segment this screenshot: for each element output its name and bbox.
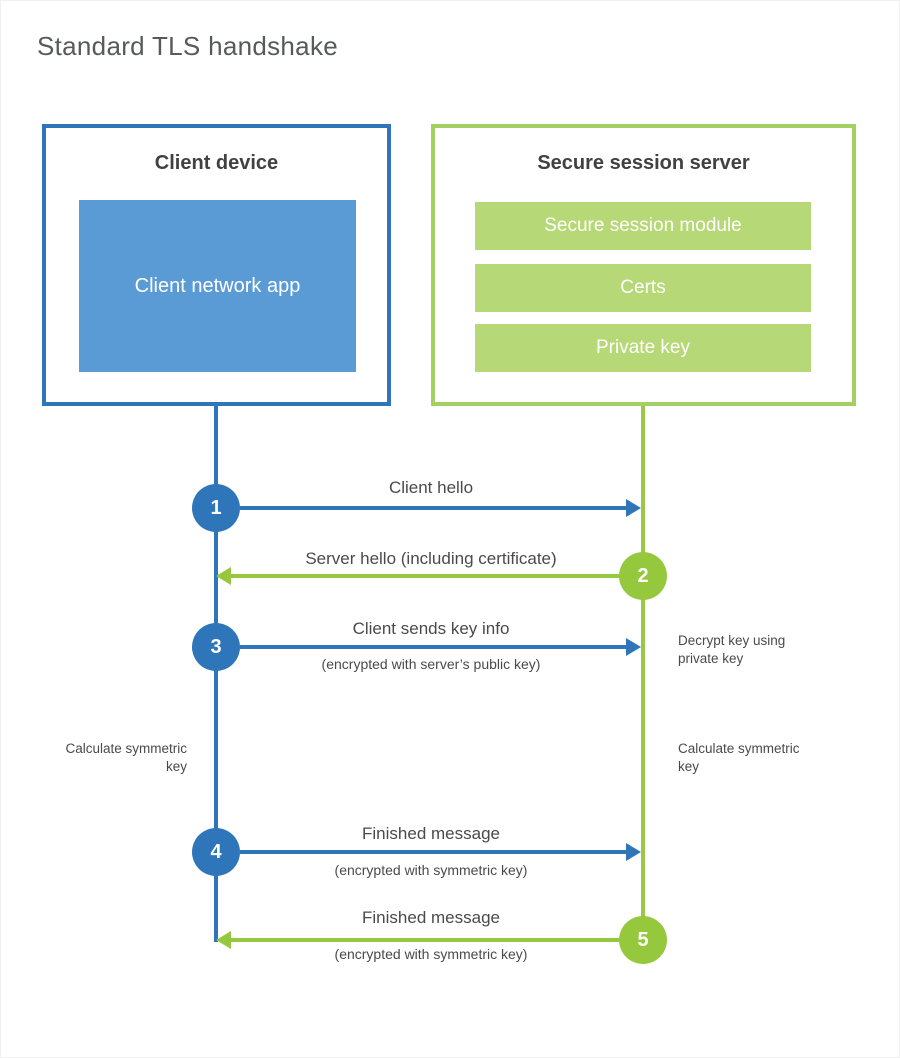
secure-session-server-box: Secure session server Secure session mod… xyxy=(431,124,856,406)
arrow-finished-server xyxy=(229,938,619,942)
step-circle-1: 1 xyxy=(192,484,240,532)
client-lifeline xyxy=(214,406,218,942)
client-network-app-box: Client network app xyxy=(79,200,356,372)
label-key-info: Client sends key info xyxy=(352,619,510,638)
label-finished-client: Finished message xyxy=(362,824,500,843)
page-title: Standard TLS handshake xyxy=(37,31,339,61)
server-lifeline xyxy=(641,406,645,940)
client-network-app-label: Client network app xyxy=(134,275,301,297)
client-device-heading: Client device xyxy=(154,152,279,174)
note-calc-symmetric-client: Calculate symmetric key xyxy=(65,741,187,774)
sublabel-key-info: (encrypted with server’s public key) xyxy=(321,656,541,672)
step-circle-5: 5 xyxy=(619,916,667,964)
server-module-private-key: Private key xyxy=(475,324,811,372)
arrow-client-hello xyxy=(240,506,628,510)
arrow-server-hello xyxy=(229,574,619,578)
sublabel-finished-server: (encrypted with symmetric key) xyxy=(334,946,528,962)
label-client-hello: Client hello xyxy=(388,478,474,497)
label-server-hello: Server hello (including certificate) xyxy=(305,549,557,568)
server-heading: Secure session server xyxy=(537,152,750,174)
step-circle-2: 2 xyxy=(619,552,667,600)
server-module-secure-session: Secure session module xyxy=(475,202,811,250)
sublabel-finished-client: (encrypted with symmetric key) xyxy=(334,862,528,878)
note-decrypt-key: Decrypt key using private key xyxy=(678,633,786,666)
arrowhead-right-icon xyxy=(626,638,641,656)
arrow-finished-client xyxy=(240,850,628,854)
arrowhead-left-icon xyxy=(216,931,231,949)
client-device-box: Client device Client network app xyxy=(42,124,391,406)
arrowhead-left-icon xyxy=(216,567,231,585)
arrow-key-info xyxy=(240,645,628,649)
server-module-certs: Certs xyxy=(475,264,811,312)
step-circle-4: 4 xyxy=(192,828,240,876)
note-calc-symmetric-server: Calculate symmetric key xyxy=(678,741,800,774)
step-circle-3: 3 xyxy=(192,623,240,671)
arrowhead-right-icon xyxy=(626,843,641,861)
arrowhead-right-icon xyxy=(626,499,641,517)
label-finished-server: Finished message xyxy=(362,908,500,927)
